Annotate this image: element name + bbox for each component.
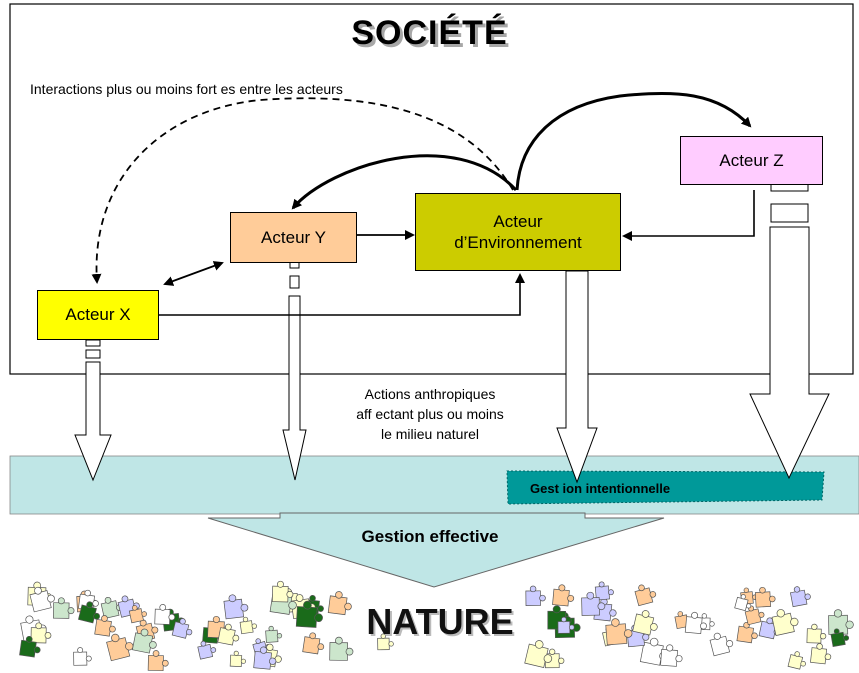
puzzle-piece xyxy=(771,609,799,637)
puzzle-piece xyxy=(302,632,325,655)
puzzle-piece xyxy=(632,610,658,636)
puzzle-piece xyxy=(78,601,100,624)
action-arrow-y xyxy=(282,261,307,481)
puzzle-piece xyxy=(377,633,394,651)
arrow-env-to-x-dashed xyxy=(91,97,514,284)
actor-x-label: Acteur X xyxy=(65,305,131,325)
puzzle-piece xyxy=(253,646,277,670)
gestion-effective-label: Gestion effective xyxy=(361,527,499,546)
puzzle-piece xyxy=(106,633,134,662)
puzzle-piece xyxy=(229,650,246,668)
action-arrow-env xyxy=(556,270,598,484)
puzzle-piece xyxy=(171,618,193,639)
puzzle-piece xyxy=(131,628,157,654)
actor-y-label: Acteur Y xyxy=(261,227,326,247)
puzzle-piece xyxy=(594,581,614,601)
puzzle-piece xyxy=(147,650,169,672)
puzzle-piece xyxy=(736,621,758,644)
puzzle-piece xyxy=(29,586,55,613)
puzzle-piece xyxy=(806,623,827,644)
gestion-effective-arrow xyxy=(207,512,665,588)
actions-text: Actions anthropiques aff ectant plus ou … xyxy=(330,384,530,444)
puzzle-piece xyxy=(787,651,806,670)
puzzle-piece xyxy=(581,591,606,616)
puzzle-piece xyxy=(295,600,323,628)
puzzle-piece xyxy=(30,622,52,644)
puzzle-piece xyxy=(810,643,832,665)
puzzle-piece xyxy=(100,596,123,619)
actor-y-box: Acteur Y xyxy=(230,212,357,263)
puzzle-piece xyxy=(744,605,765,626)
actions-text-line2: aff ectant plus ou moins xyxy=(356,406,504,422)
arrow-env-to-y xyxy=(291,154,518,210)
puzzle-piece xyxy=(525,585,546,606)
action-arrow-z xyxy=(749,182,830,480)
puzzle-piece xyxy=(154,604,176,625)
puzzle-piece xyxy=(217,623,240,646)
puzzle-piece xyxy=(828,609,854,635)
gestion-intentionnelle-label: Gest ion intentionnelle xyxy=(530,481,671,496)
actor-z-label: Acteur Z xyxy=(719,150,784,170)
puzzle-piece xyxy=(19,635,41,658)
puzzle-piece xyxy=(128,605,147,624)
gestion-intentionnelle-zone xyxy=(506,470,825,505)
action-arrow-x xyxy=(74,339,112,482)
arrow-x-y-double xyxy=(163,261,224,286)
actions-text-line3: le milieu naturel xyxy=(380,426,480,442)
puzzle-piece xyxy=(329,636,354,661)
diagram-title: SOCIÉTÉ xyxy=(351,14,508,52)
arrow-z-to-env xyxy=(622,190,755,241)
actor-environnement-box: Acteur d’Environnement xyxy=(415,193,621,271)
puzzle-piece xyxy=(557,616,575,634)
puzzle-piece xyxy=(327,591,352,616)
arrow-x-to-env xyxy=(158,273,525,316)
puzzle-piece xyxy=(709,632,734,657)
puzzle-piece xyxy=(53,597,75,619)
puzzle-piece xyxy=(552,584,575,607)
puzzle-piece xyxy=(265,625,283,643)
puzzle-piece xyxy=(197,640,217,660)
puzzle-piece xyxy=(830,628,850,647)
puzzle-piece xyxy=(271,580,294,603)
puzzle-piece xyxy=(734,594,752,612)
puzzle-piece xyxy=(73,647,92,666)
actor-env-label-line1: Acteur xyxy=(493,211,543,231)
actions-text-line1: Actions anthropiques xyxy=(364,386,496,402)
puzzle-piece xyxy=(684,611,707,634)
puzzle-piece xyxy=(223,594,249,620)
puzzle-piece xyxy=(789,586,811,608)
puzzle-piece xyxy=(754,586,776,608)
interactions-note: Interactions plus ou moins fort es entre… xyxy=(30,81,343,97)
puzzle-piece xyxy=(239,616,257,635)
puzzle-piece xyxy=(544,648,565,669)
puzzle-piece xyxy=(660,644,683,667)
puzzle-piece xyxy=(605,618,633,646)
puzzle-piece xyxy=(634,584,657,607)
nature-label: NATURE xyxy=(366,601,514,642)
arrow-env-to-z xyxy=(515,91,752,191)
actor-env-label-line2: d’Environnement xyxy=(454,233,582,252)
puzzle-piece xyxy=(524,640,553,669)
actor-x-box: Acteur X xyxy=(37,290,159,340)
puzzle-piece xyxy=(94,615,116,637)
actor-z-box: Acteur Z xyxy=(680,136,823,185)
puzzle-decoration xyxy=(19,580,854,672)
